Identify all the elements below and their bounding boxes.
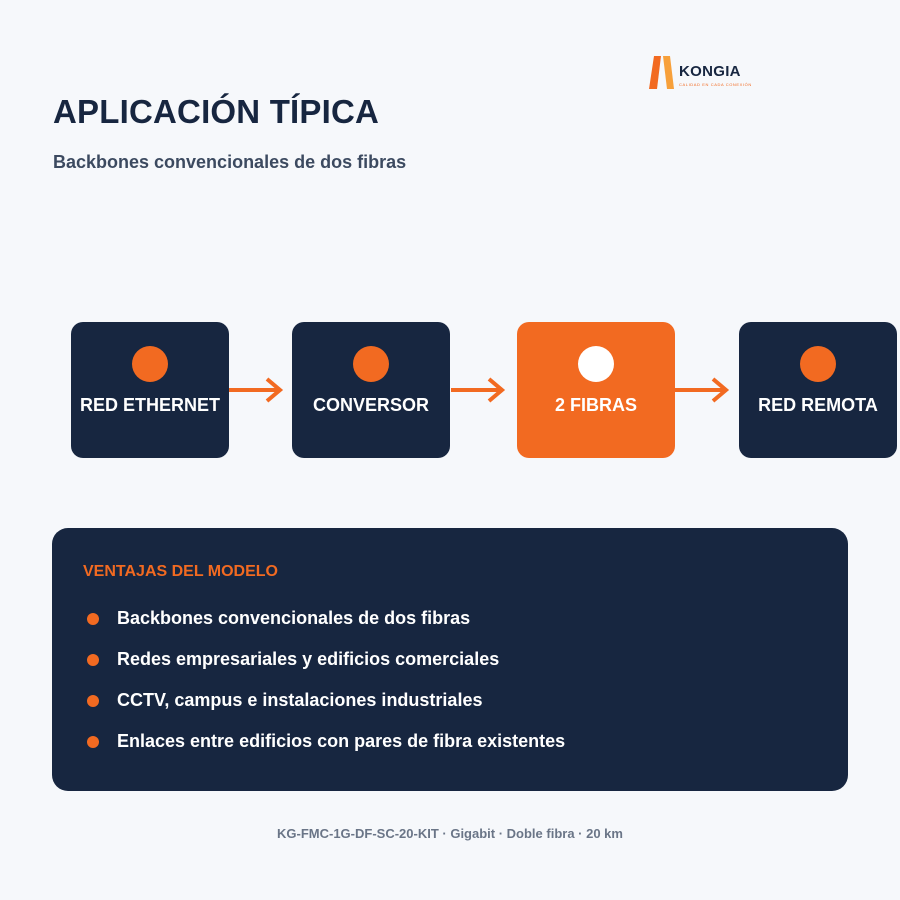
logo-text: KONGIA CALIDAD EN CADA CONEXIÓN bbox=[679, 64, 752, 87]
product-footer: KG-FMC-1G-DF-SC-20-KIT · Gigabit · Doble… bbox=[277, 826, 623, 841]
step-dot-icon bbox=[132, 346, 168, 382]
arrow-right-icon bbox=[229, 377, 284, 403]
flow-step-red-remota: RED REMOTA bbox=[739, 322, 897, 458]
flow-step-label: CONVERSOR bbox=[312, 395, 429, 415]
flow-step-conversor: CONVERSOR bbox=[292, 322, 450, 458]
list-item-text: Backbones convencionales de dos fibras bbox=[117, 608, 471, 628]
flow-step-2-fibras: 2 FIBRAS bbox=[517, 322, 675, 458]
step-dot-icon bbox=[353, 346, 389, 382]
bullet-icon bbox=[87, 736, 99, 748]
list-item-text: CCTV, campus e instalaciones industriale… bbox=[117, 690, 483, 710]
bullet-icon bbox=[87, 613, 99, 625]
brand-name: KONGIA bbox=[679, 63, 741, 80]
advantages-panel: VENTAJAS DEL MODELO Backbones convencion… bbox=[52, 528, 848, 791]
page-title: APLICACIÓN TÍPICA bbox=[53, 93, 380, 130]
page-subtitle: Backbones convencionales de dos fibras bbox=[53, 152, 407, 172]
flow-step-label: RED ETHERNET bbox=[79, 395, 220, 415]
arrow-right-icon bbox=[675, 377, 730, 403]
brand-tagline: CALIDAD EN CADA CONEXIÓN bbox=[679, 82, 752, 87]
step-dot-icon bbox=[800, 346, 836, 382]
flow-step-red-ethernet: RED ETHERNET bbox=[71, 322, 229, 458]
step-dot-icon bbox=[578, 346, 614, 382]
kongia-logo-icon bbox=[649, 56, 676, 89]
list-item-text: Enlaces entre edificios con pares de fib… bbox=[117, 731, 566, 751]
flow-step-label: RED REMOTA bbox=[758, 395, 878, 415]
bullet-icon bbox=[87, 654, 99, 666]
list-item-text: Redes empresariales y edificios comercia… bbox=[117, 649, 500, 669]
brand-logo: KONGIA CALIDAD EN CADA CONEXIÓN bbox=[649, 56, 752, 89]
flow-step-label: 2 FIBRAS bbox=[554, 395, 637, 415]
advantages-title: VENTAJAS DEL MODELO bbox=[83, 563, 278, 580]
bullet-icon bbox=[87, 695, 99, 707]
arrow-right-icon bbox=[451, 377, 506, 403]
